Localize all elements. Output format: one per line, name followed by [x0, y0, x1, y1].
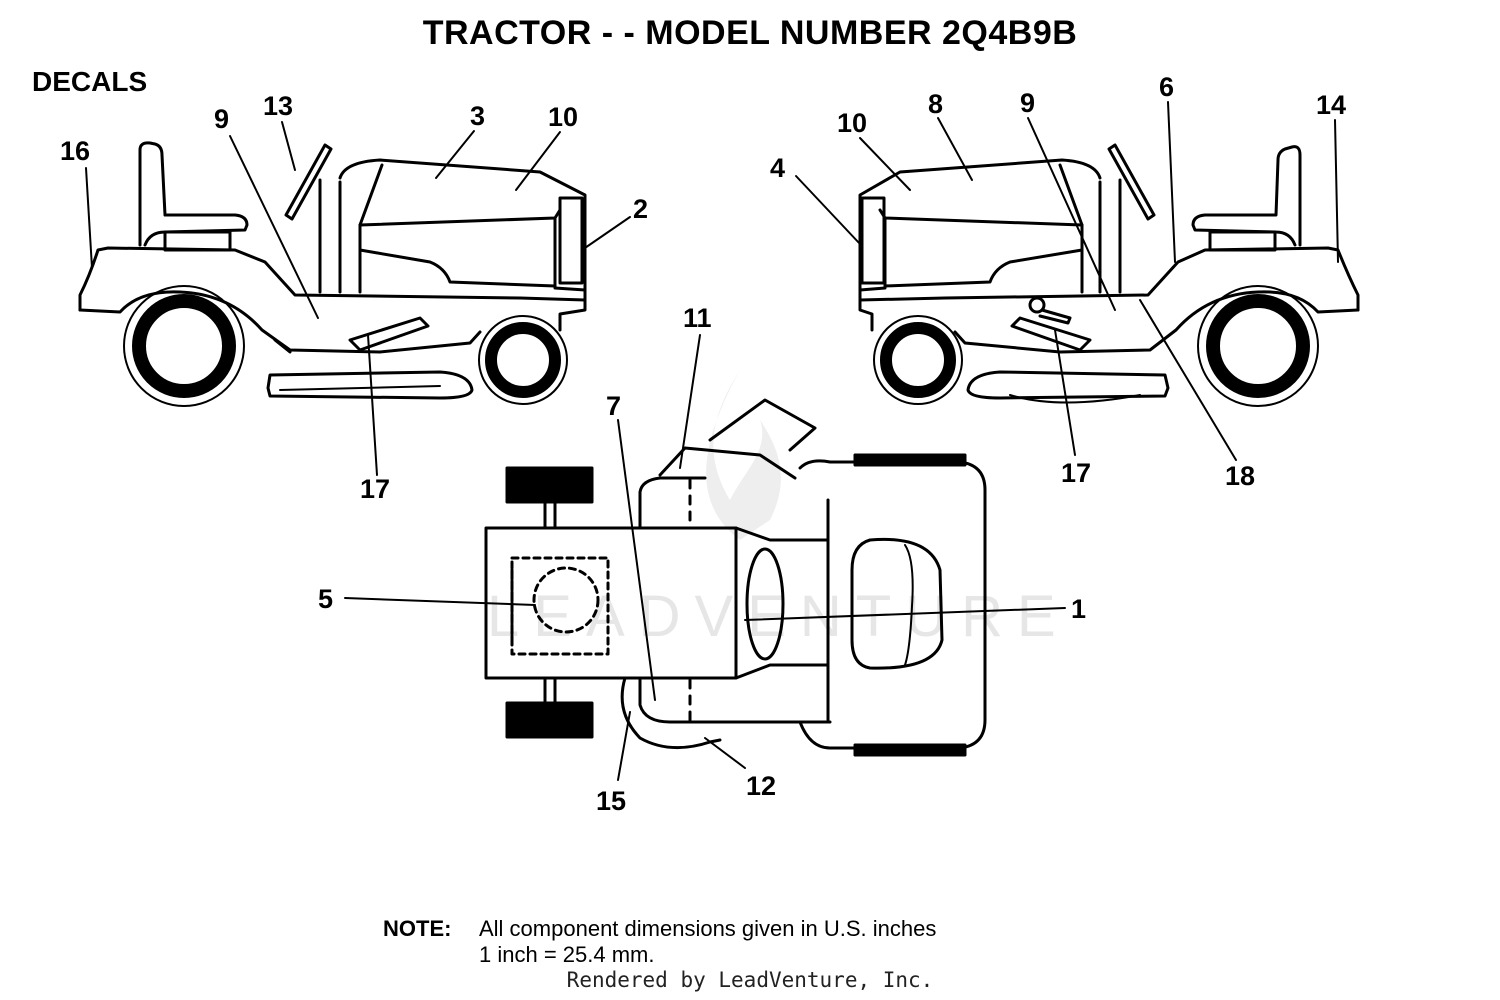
callout-8: 8 — [928, 89, 943, 119]
callout-14: 14 — [1316, 90, 1346, 120]
callout-11: 11 — [683, 303, 712, 333]
callout-12: 12 — [746, 771, 776, 801]
callout-13: 13 — [263, 91, 293, 121]
tractor-right-side-view — [858, 143, 1360, 407]
note-line-1: All component dimensions given in U.S. i… — [479, 916, 937, 941]
diagram-title: TRACTOR - - MODEL NUMBER 2Q4B9B — [422, 14, 1078, 52]
callout-16: 16 — [60, 136, 90, 166]
watermark-text: LEADVENTURE — [487, 584, 1070, 649]
callout-17-right: 17 — [1061, 458, 1091, 488]
callout-9-left: 9 — [214, 104, 229, 134]
callout-10-left: 10 — [548, 102, 578, 132]
section-heading: DECALS — [32, 66, 148, 97]
tractor-left-side-view — [78, 141, 587, 407]
watermark: LEADVENTURE — [487, 370, 1070, 649]
callout-15: 15 — [596, 786, 626, 816]
callout-3: 3 — [470, 101, 485, 131]
callout-9-right: 9 — [1020, 88, 1035, 118]
rendered-by-footer: Rendered by LeadVenture, Inc. — [566, 968, 934, 992]
callout-4: 4 — [770, 153, 785, 183]
callout-labels: 16 9 13 3 10 2 17 4 10 8 9 6 14 17 18 11… — [60, 72, 1346, 816]
callout-10-right: 10 — [837, 108, 867, 138]
note-label: NOTE: — [383, 916, 452, 941]
callout-18: 18 — [1225, 461, 1255, 491]
callout-6: 6 — [1159, 72, 1174, 102]
callout-1: 1 — [1071, 594, 1086, 624]
dimensions-note: NOTE: All component dimensions given in U… — [383, 916, 936, 968]
tractor-top-view — [484, 398, 987, 757]
leader-lines — [85, 101, 1339, 781]
callout-7: 7 — [606, 391, 621, 421]
callout-5: 5 — [318, 584, 333, 614]
callout-2: 2 — [633, 194, 648, 224]
note-line-2: 1 inch = 25.4 mm. — [479, 942, 655, 967]
callout-17-left: 17 — [360, 474, 390, 504]
